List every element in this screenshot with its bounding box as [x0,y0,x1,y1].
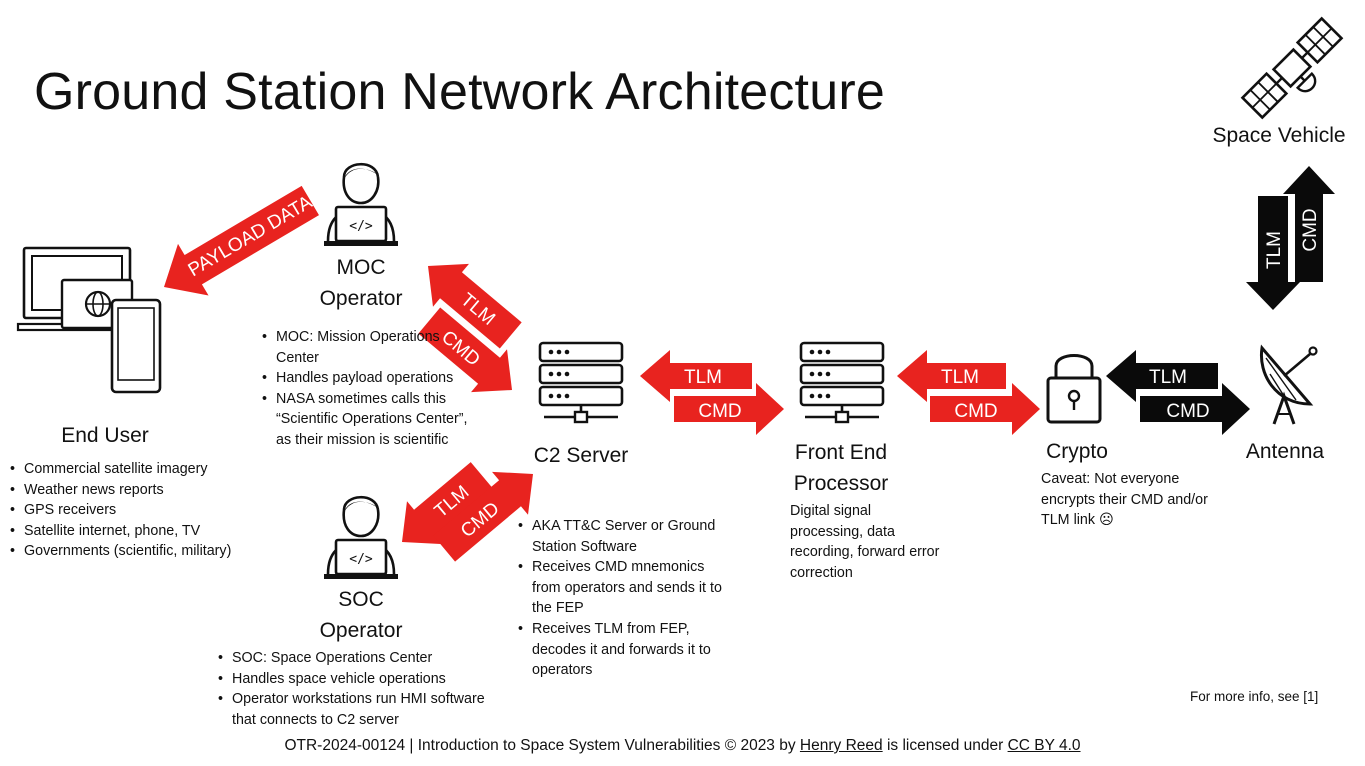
footer-text: is licensed under [882,737,1008,754]
moc-label: MOC Operator [301,252,421,314]
cmd-label: CMD [1300,208,1321,251]
footer-text: OTR-2024-00124 | Introduction to Space S… [284,737,800,754]
tlm-label: TLM [941,367,979,388]
soc-label: SOC Operator [301,584,421,646]
soc-label-line2: Operator [319,619,403,642]
fep-label-line1: Front End [794,441,888,464]
space-vehicle-label: Space Vehicle [1212,124,1346,147]
list-item: NASA sometimes calls this “Scientific Op… [260,389,474,451]
payload-data-label: PAYLOAD DATA [185,192,317,282]
list-item: Receives CMD mnemonics from operators an… [516,557,728,619]
page-title: Ground Station Network Architecture [34,63,885,121]
list-item: SOC: Space Operations Center [216,648,508,669]
moc-label-line2: Operator [319,287,403,310]
soc-label-line1: SOC [338,588,384,611]
padlock-icon [1046,354,1102,424]
soc-bullets: SOC: Space Operations Center Handles spa… [216,648,508,730]
tlm-arrow-antenna-sv: TLM [1246,196,1300,310]
crypto-label: Crypto [1046,440,1108,463]
satellite-icon [1240,16,1344,120]
footer: OTR-2024-00124 | Introduction to Space S… [0,737,1365,755]
end-user-bullets: Commercial satellite imagery Weather new… [8,459,236,562]
end-user-label: End User [61,424,149,447]
cmd-arrow-c2-fep: CMD [674,383,784,435]
c2-bullets: AKA TT&C Server or Ground Station Softwa… [516,516,728,681]
moc-label-line1: MOC [336,256,386,279]
antenna-label: Antenna [1245,440,1325,463]
moc-bullets: MOC: Mission Operations Center Handles p… [260,327,474,451]
list-item: Operator workstations run HMI software t… [216,689,508,730]
devices-globe-icon [16,246,162,394]
tlm-label: TLM [1264,231,1285,269]
operator-laptop-icon [322,162,400,248]
tlm-label: TLM [1149,367,1187,388]
cmd-label: CMD [1166,401,1209,422]
more-info-note: For more info, see [1] [1190,689,1319,704]
list-item: MOC: Mission Operations Center [260,327,474,368]
crypto-description: Caveat: Not everyone encrypts their CMD … [1041,471,1208,529]
satellite-dish-icon [1259,344,1318,425]
server-icon [538,341,624,424]
operator-laptop-icon [322,495,400,581]
fep-label: Front End Processor [771,437,911,499]
cmd-label: CMD [698,401,741,422]
tlm-arrow-c2-fep: TLM [640,350,752,402]
cmd-arrow-antenna-sv: CMD [1283,166,1335,282]
list-item: AKA TT&C Server or Ground Station Softwa… [516,516,728,557]
list-item: Receives TLM from FEP, decodes it and fo… [516,619,728,681]
c2-server-label: C2 Server [533,444,629,467]
license-link[interactable]: CC BY 4.0 [1007,737,1081,754]
tlm-arrow-crypto-antenna: TLM [1106,350,1218,402]
fep-label-line2: Processor [793,472,889,495]
list-item: GPS receivers [8,500,236,521]
payload-data-arrow: PAYLOAD DATA [164,185,319,296]
list-item: Satellite internet, phone, TV [8,521,236,542]
tlm-arrow-fep-crypto: TLM [897,350,1006,402]
list-item: Commercial satellite imagery [8,459,236,480]
list-item: Weather news reports [8,480,236,501]
tlm-label: TLM [684,367,722,388]
author-link[interactable]: Henry Reed [799,737,883,754]
server-icon [799,341,885,424]
fep-description: Digital signal processing, data recordin… [790,503,940,581]
cmd-arrow-crypto-antenna: CMD [1140,383,1250,435]
cmd-arrow-fep-crypto: CMD [930,383,1040,435]
cmd-label: CMD [954,401,997,422]
list-item: Governments (scientific, military) [8,541,236,562]
list-item: Handles space vehicle operations [216,669,508,690]
list-item: Handles payload operations [260,368,474,389]
